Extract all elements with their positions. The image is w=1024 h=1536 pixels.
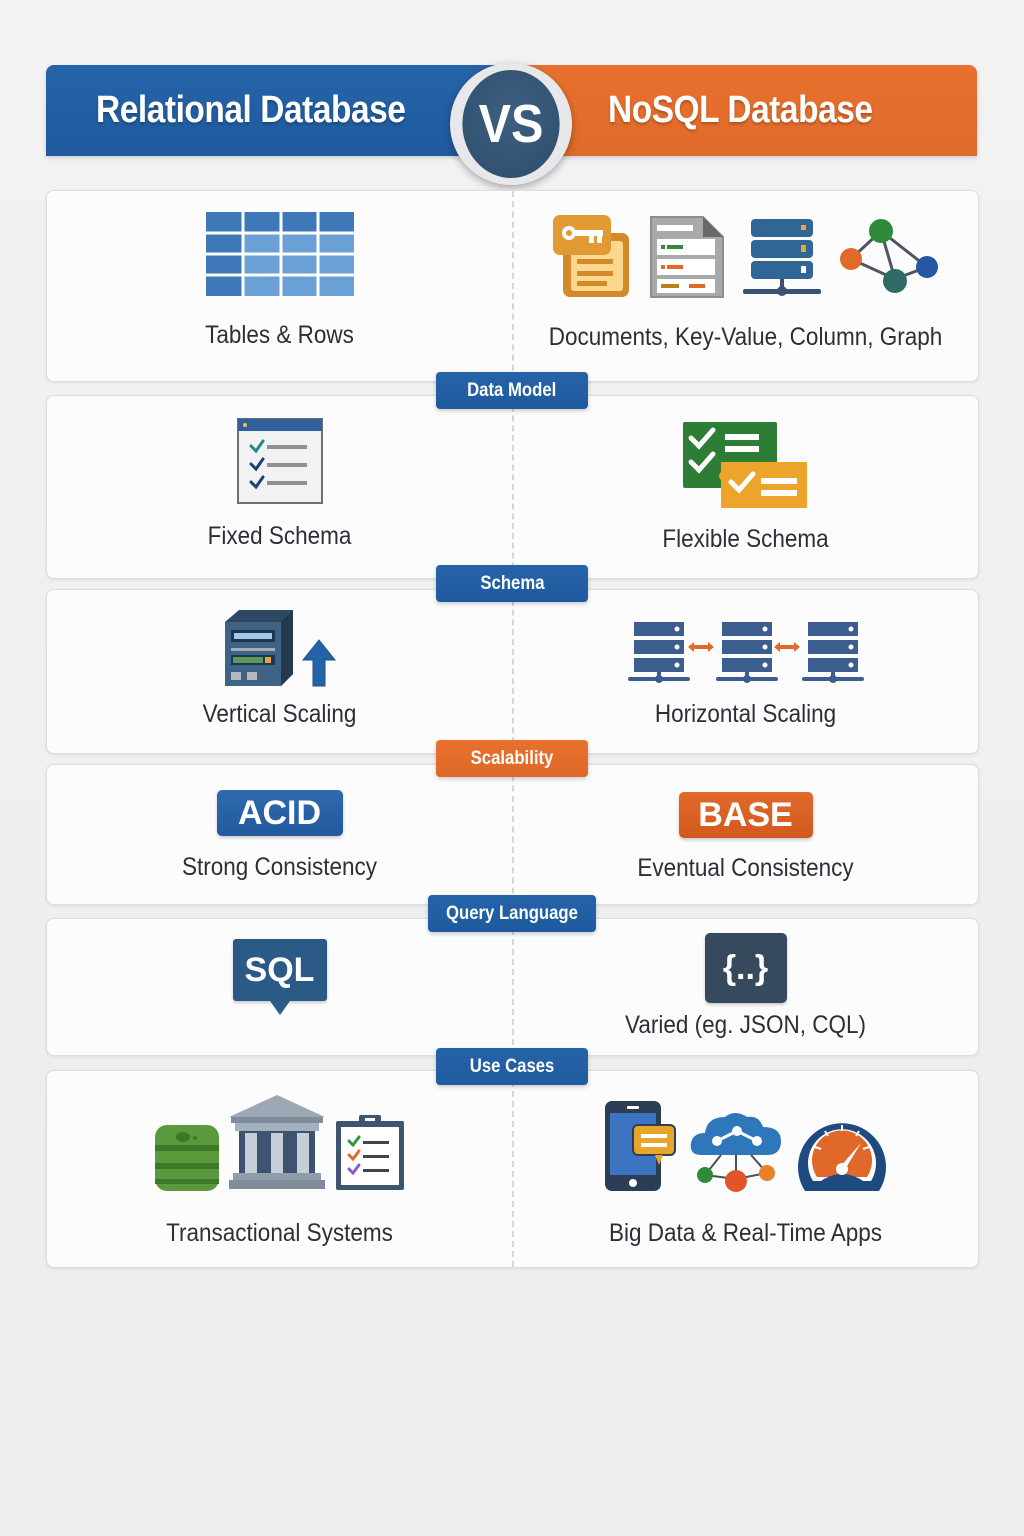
relational-label: Strong Consistency xyxy=(181,853,378,881)
server-cluster-icon xyxy=(627,622,864,683)
dashed-divider xyxy=(512,765,514,904)
clipboard-checklist-icon xyxy=(335,1115,404,1190)
relational-title: Relational Database xyxy=(96,89,406,131)
vs-label: VS xyxy=(462,70,560,178)
comparison-header: Relational Database NoSQL Database xyxy=(46,65,977,156)
relational-label: Vertical Scaling xyxy=(202,700,357,728)
speedometer-icon xyxy=(797,1123,886,1191)
category-label: Schema xyxy=(479,572,545,594)
bank-icon xyxy=(228,1095,325,1189)
vs-badge: VS xyxy=(450,63,572,185)
comparison-row-data-model: Tables & Rows xyxy=(46,190,979,382)
category-pill-schema: Schema xyxy=(436,565,588,602)
relational-cell: Fixed Schema xyxy=(47,396,512,578)
nosql-label: Documents, Key-Value, Column, Graph xyxy=(548,323,943,351)
dashed-divider xyxy=(512,1071,514,1267)
nosql-label: Horizontal Scaling xyxy=(654,700,837,728)
nosql-cell: Documents, Key-Value, Column, Graph xyxy=(513,191,978,381)
relational-label: Fixed Schema xyxy=(207,522,352,550)
nosql-label: Big Data & Real-Time Apps xyxy=(608,1219,883,1247)
nosql-title: NoSQL Database xyxy=(608,89,873,131)
category-pill-query-language: Query Language xyxy=(428,895,596,932)
category-pill-data-model: Data Model xyxy=(436,372,588,409)
mobile-chat-icon xyxy=(604,1101,676,1191)
server-tower-icon xyxy=(224,610,293,686)
key-value-icon xyxy=(552,215,629,297)
nosql-cell: BASE Eventual Consistency xyxy=(513,765,978,904)
relational-cell: Tables & Rows xyxy=(47,191,512,381)
comparison-row-schema: Fixed Schema Flexible Schema xyxy=(46,395,979,579)
dashed-divider xyxy=(512,590,514,753)
sql-speech-bubble-icon: SQL xyxy=(232,939,327,1015)
nosql-cell: Flexible Schema xyxy=(513,396,978,578)
comparison-row-use-cases: Transactional Systems xyxy=(46,1070,979,1268)
base-badge: BASE xyxy=(678,792,813,838)
category-label: Scalability xyxy=(470,747,554,769)
column-store-icon xyxy=(742,219,821,296)
nosql-cell: {..} Varied (eg. JSON, CQL) xyxy=(513,919,978,1055)
relational-cell: SQL xyxy=(47,919,512,1055)
database-icon xyxy=(154,1125,219,1191)
nosql-label: Eventual Consistency xyxy=(637,854,854,882)
relational-cell: ACID Strong Consistency xyxy=(47,765,512,904)
relational-cell: Transactional Systems xyxy=(47,1071,512,1267)
relational-label: Transactional Systems xyxy=(166,1219,393,1247)
dashed-divider xyxy=(512,191,514,381)
comparison-row-scalability: Vertical Scaling Horizontal Scaling xyxy=(46,589,979,754)
dashed-divider xyxy=(512,396,514,578)
relational-cell: Vertical Scaling xyxy=(47,590,512,753)
graph-icon xyxy=(839,219,938,293)
comparison-row-consistency: ACID Strong Consistency BASE Eventual Co… xyxy=(46,764,979,905)
fixed-schema-checklist-icon xyxy=(236,418,323,504)
comparison-row-query-language: SQL {..} Varied (eg. JSON, CQL) xyxy=(46,918,979,1056)
speech-bubble-tail xyxy=(269,1001,290,1015)
nosql-cell: Horizontal Scaling xyxy=(513,590,978,753)
nosql-header-panel xyxy=(526,65,977,156)
table-grid-icon xyxy=(204,211,355,297)
relational-label: Tables & Rows xyxy=(205,321,354,349)
category-pill-use-cases: Use Cases xyxy=(436,1048,588,1085)
acid-badge: ACID xyxy=(216,790,343,836)
document-icon xyxy=(649,216,724,298)
relational-header-panel xyxy=(46,65,526,156)
arrow-up-icon xyxy=(301,639,336,687)
sql-badge: SQL xyxy=(232,939,327,1001)
json-braces-icon: {..} xyxy=(704,933,787,1003)
nosql-cell: Big Data & Real-Time Apps xyxy=(513,1071,978,1267)
category-label: Query Language xyxy=(446,902,578,924)
category-pill-scalability: Scalability xyxy=(436,740,588,777)
nosql-label: Flexible Schema xyxy=(662,525,829,553)
category-label: Use Cases xyxy=(469,1055,555,1077)
flexible-schema-icon xyxy=(682,422,807,508)
cloud-network-icon xyxy=(690,1113,781,1192)
category-label: Data Model xyxy=(467,379,557,401)
nosql-label: Varied (eg. JSON, CQL) xyxy=(625,1011,866,1039)
dashed-divider xyxy=(512,919,514,1055)
